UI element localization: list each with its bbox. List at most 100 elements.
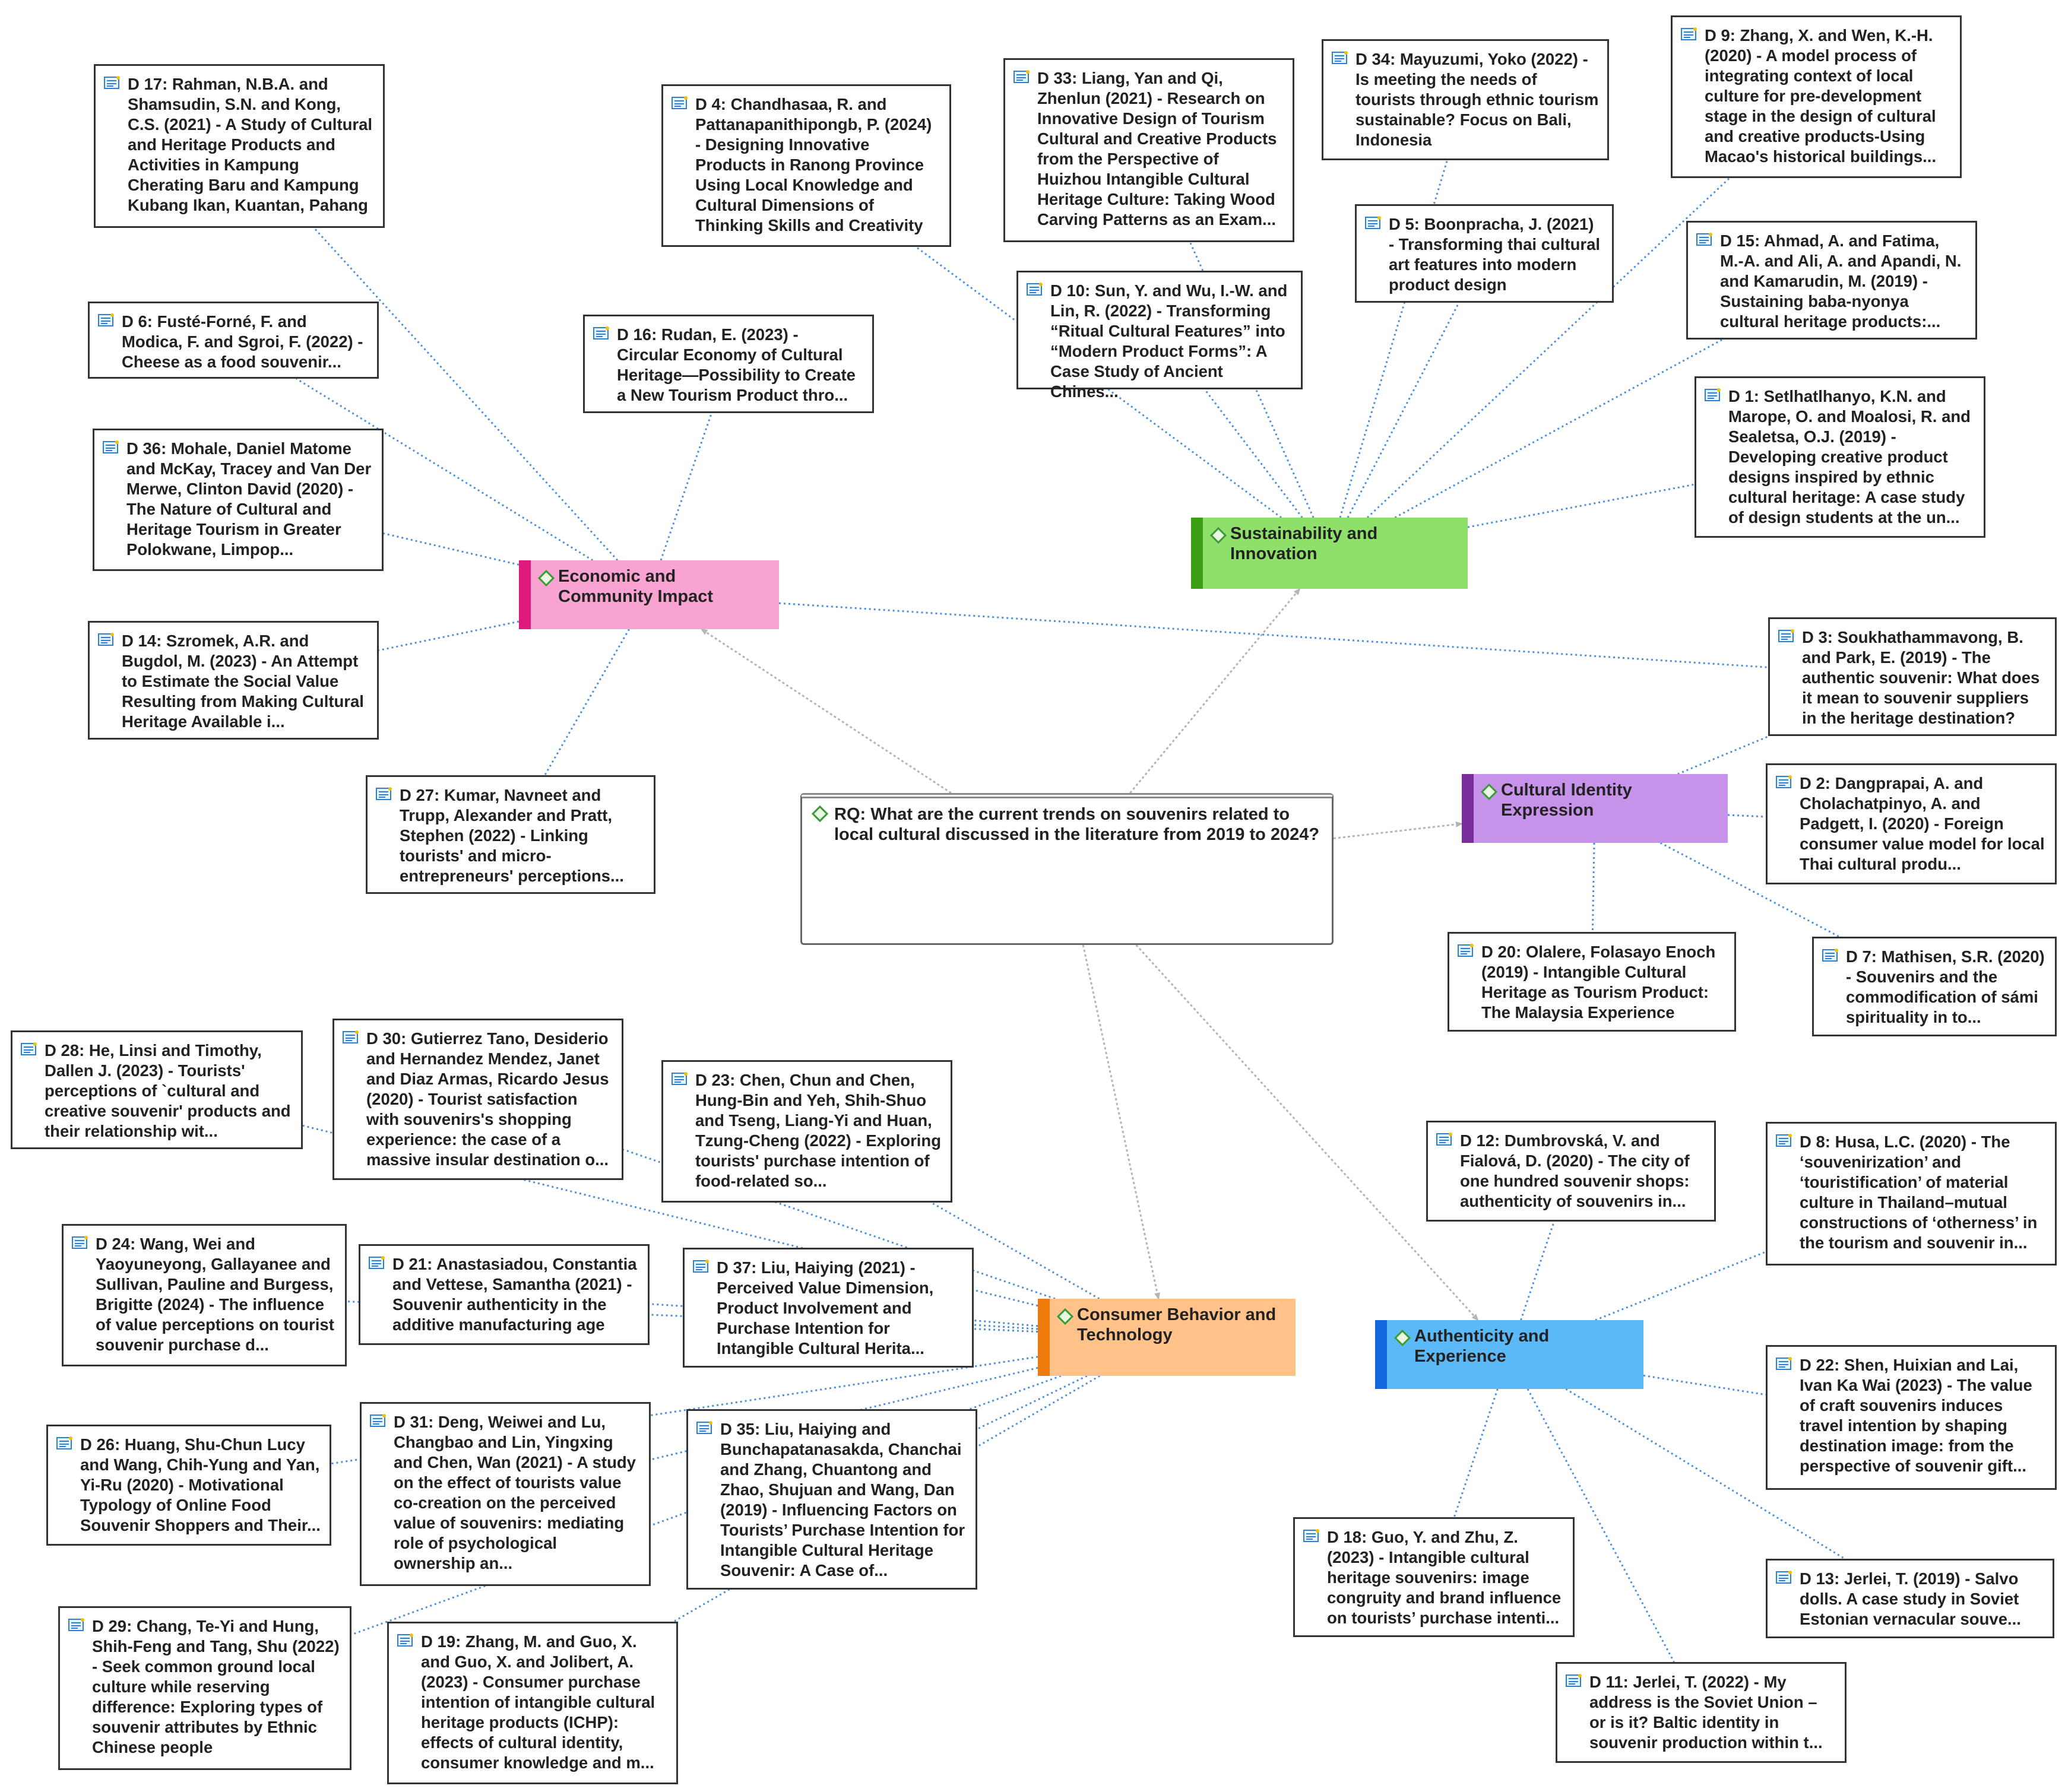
document-node-d7[interactable]: D 7: Mathisen, S.R. (2020) - Souvenirs a… xyxy=(1812,937,2057,1036)
document-node-d24[interactable]: D 24: Wang, Wei and Yaoyuneyong, Gallaya… xyxy=(62,1224,347,1366)
document-node-d26[interactable]: D 26: Huang, Shu-Chun Lucy and Wang, Chi… xyxy=(46,1425,331,1546)
theme-document-link xyxy=(1643,1374,1766,1396)
theme-document-link xyxy=(1453,1388,1499,1518)
theme-document-link xyxy=(660,413,712,561)
document-title: D 6: Fusté-Forné, F. and Modica, F. and … xyxy=(122,312,363,371)
document-icon xyxy=(397,1634,413,1647)
document-node-d9[interactable]: D 9: Zhang, X. and Wen, K.-H. (2020) - A… xyxy=(1671,15,1962,178)
document-icon xyxy=(103,440,119,453)
theme-color-bar xyxy=(1038,1299,1050,1376)
document-icon xyxy=(1014,70,1030,83)
document-icon xyxy=(21,1042,37,1055)
document-icon xyxy=(376,787,392,800)
document-node-d20[interactable]: D 20: Olalere, Folasayo Enoch (2019) - I… xyxy=(1448,932,1736,1032)
document-node-d2[interactable]: D 2: Dangprapai, A. and Cholachatpinyo, … xyxy=(1766,763,2057,884)
theme-document-link xyxy=(1595,1251,1766,1321)
theme-document-link xyxy=(1394,338,1723,519)
document-node-d23[interactable]: D 23: Chen, Chun and Chen, Hung-Bin and … xyxy=(661,1060,952,1203)
document-node-d5[interactable]: D 5: Boonpracha, J. (2021) - Transformin… xyxy=(1355,204,1614,303)
document-node-d28[interactable]: D 28: He, Linsi and Timothy, Dallen J. (… xyxy=(11,1030,303,1149)
theme-document-link xyxy=(1467,483,1695,528)
rq-theme-link xyxy=(1129,588,1301,794)
theme-document-link xyxy=(1591,842,1595,933)
document-icon xyxy=(1776,1571,1792,1584)
document-node-d8[interactable]: D 8: Husa, L.C. (2020) - The ‘souveniriz… xyxy=(1766,1122,2057,1265)
document-icon xyxy=(1705,388,1721,401)
document-icon xyxy=(672,96,688,109)
document-title: D 4: Chandhasaa, R. and Pattanapanithipo… xyxy=(695,95,932,234)
document-node-d10[interactable]: D 10: Sun, Y. and Wu, I.-W. and Lin, R. … xyxy=(1016,271,1303,401)
document-node-d19[interactable]: D 19: Zhang, M. and Guo, X. and Guo, X. … xyxy=(387,1622,678,1784)
document-title: D 8: Husa, L.C. (2020) - The ‘souveniriz… xyxy=(1800,1133,2038,1252)
document-node-d16[interactable]: D 16: Rudan, E. (2023) - Circular Econom… xyxy=(583,315,874,413)
document-node-d22[interactable]: D 22: Shen, Huixian and Lai, Ivan Ka Wai… xyxy=(1766,1345,2057,1490)
document-node-d37[interactable]: D 37: Liu, Haiying (2021) - Perceived Va… xyxy=(683,1248,974,1368)
theme-node-economic[interactable]: Economic and Community Impact xyxy=(519,560,779,629)
document-title: D 14: Szromek, A.R. and Bugdol, M. (2023… xyxy=(122,632,364,731)
document-title: D 2: Dangprapai, A. and Cholachatpinyo, … xyxy=(1800,774,2045,873)
document-title: D 13: Jerlei, T. (2019) - Salvo dolls. A… xyxy=(1800,1569,2021,1628)
document-icon xyxy=(72,1236,88,1249)
document-node-d35[interactable]: D 35: Liu, Haiying and Bunchapatanasakda… xyxy=(686,1409,977,1590)
document-node-d34[interactable]: D 34: Mayuzumi, Yoko (2022) - Is meeting… xyxy=(1322,39,1609,160)
code-diamond-icon xyxy=(1480,783,1498,801)
document-node-d1[interactable]: D 1: Setlhatlhanyo, K.N. and Marope, O. … xyxy=(1695,376,1985,538)
document-node-d15[interactable]: D 15: Ahmad, A. and Fatima, M.-A. and Al… xyxy=(1686,221,1977,340)
document-icon xyxy=(369,1256,385,1269)
document-node-d3[interactable]: D 3: Soukhathammavong, B. and Park, E. (… xyxy=(1768,617,2057,736)
document-node-d11[interactable]: D 11: Jerlei, T. (2022) - My address is … xyxy=(1556,1662,1847,1763)
document-title: D 22: Shen, Huixian and Lai, Ivan Ka Wai… xyxy=(1800,1356,2032,1475)
document-icon xyxy=(1822,949,1838,962)
document-node-d21[interactable]: D 21: Anastasiadou, Constantia and Vette… xyxy=(359,1244,650,1345)
document-icon xyxy=(1027,283,1043,296)
document-title: D 5: Boonpracha, J. (2021) - Transformin… xyxy=(1389,215,1601,294)
document-title: D 3: Soukhathammavong, B. and Park, E. (… xyxy=(1802,628,2040,727)
document-title: D 1: Setlhatlhanyo, K.N. and Marope, O. … xyxy=(1728,387,1971,527)
document-node-d31[interactable]: D 31: Deng, Weiwei and Lu, Changbao and … xyxy=(360,1402,651,1586)
document-node-d30[interactable]: D 30: Gutierrez Tano, Desiderio and Hern… xyxy=(332,1019,623,1180)
code-diamond-icon xyxy=(811,805,829,823)
document-title: D 33: Liang, Yan and Qi, Zhenlun (2021) … xyxy=(1037,69,1277,229)
document-icon xyxy=(1778,629,1794,642)
document-node-d33[interactable]: D 33: Liang, Yan and Qi, Zhenlun (2021) … xyxy=(1003,58,1294,242)
theme-node-consumer-behavior[interactable]: Consumer Behavior and Technology xyxy=(1038,1299,1296,1376)
theme-label: Sustainability and Innovation xyxy=(1230,524,1378,563)
document-icon xyxy=(1776,1357,1792,1370)
theme-document-link xyxy=(1347,302,1460,518)
document-icon xyxy=(1365,216,1381,229)
document-node-d29[interactable]: D 29: Chang, Te-Yi and Hung, Shih-Feng a… xyxy=(58,1606,351,1770)
document-title: D 20: Olalere, Folasayo Enoch (2019) - I… xyxy=(1481,943,1716,1022)
theme-node-sustainability[interactable]: Sustainability and Innovation xyxy=(1191,518,1468,589)
document-icon xyxy=(696,1421,712,1434)
code-diamond-icon xyxy=(1393,1329,1411,1347)
document-node-d27[interactable]: D 27: Kumar, Navneet and Trupp, Alexande… xyxy=(366,775,655,894)
theme-node-cultural-identity[interactable]: Cultural Identity Expression xyxy=(1462,774,1728,843)
document-node-d12[interactable]: D 12: Dumbrovská, V. and Fialová, D. (20… xyxy=(1426,1121,1716,1222)
theme-document-link xyxy=(1520,1221,1555,1321)
theme-node-authenticity[interactable]: Authenticity and Experience xyxy=(1375,1320,1643,1389)
document-node-d13[interactable]: D 13: Jerlei, T. (2019) - Salvo dolls. A… xyxy=(1766,1559,2054,1638)
document-title: D 26: Huang, Shu-Chun Lucy and Wang, Chi… xyxy=(80,1435,321,1534)
research-question-node[interactable]: RQ: What are the current trends on souve… xyxy=(800,793,1334,945)
document-title: D 9: Zhang, X. and Wen, K.-H. (2020) - A… xyxy=(1705,26,1937,166)
theme-document-link xyxy=(378,620,520,652)
document-icon xyxy=(1566,1674,1582,1687)
document-node-d18[interactable]: D 18: Guo, Y. and Zhu, Z. (2023) - Intan… xyxy=(1293,1517,1575,1637)
document-title: D 27: Kumar, Navneet and Trupp, Alexande… xyxy=(400,786,624,885)
document-node-d4[interactable]: D 4: Chandhasaa, R. and Pattanapanithipo… xyxy=(661,84,951,247)
document-icon xyxy=(56,1436,72,1450)
document-node-d14[interactable]: D 14: Szromek, A.R. and Bugdol, M. (2023… xyxy=(88,621,379,740)
theme-document-link xyxy=(383,532,520,566)
theme-document-link xyxy=(1727,814,1766,818)
document-node-d36[interactable]: D 36: Mohale, Daniel Matome and McKay, T… xyxy=(93,429,384,571)
document-node-d6[interactable]: D 6: Fusté-Forné, F. and Modica, F. and … xyxy=(88,302,379,379)
document-node-d17[interactable]: D 17: Rahman, N.B.A. and Shamsudin, S.N.… xyxy=(94,64,385,228)
theme-document-link xyxy=(544,629,630,776)
document-icon xyxy=(593,326,609,340)
document-title: D 7: Mathisen, S.R. (2020) - Souvenirs a… xyxy=(1846,947,2045,1026)
document-icon xyxy=(104,76,120,89)
document-title: D 34: Mayuzumi, Yoko (2022) - Is meeting… xyxy=(1355,50,1599,149)
document-title: D 23: Chen, Chun and Chen, Hung-Bin and … xyxy=(695,1071,942,1190)
rq-theme-link xyxy=(1333,821,1463,839)
theme-color-bar xyxy=(1375,1320,1387,1389)
